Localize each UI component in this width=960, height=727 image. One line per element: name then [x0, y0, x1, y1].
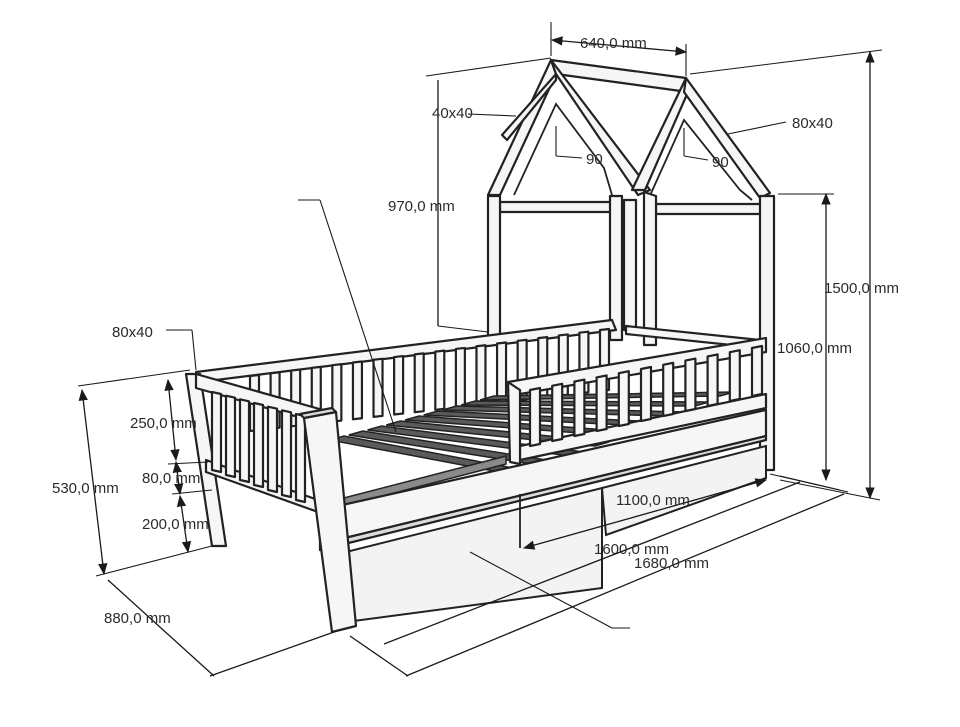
front-baluster	[706, 353, 719, 408]
dim-width-line-2	[209, 631, 335, 677]
label-corner-section: 80x40	[112, 324, 153, 341]
ext-total-bottom	[779, 479, 881, 501]
dim-outer-length-ext	[349, 635, 409, 677]
label-post-section: 40x40	[432, 105, 473, 122]
front-baluster	[662, 361, 675, 418]
back-gable-inner-outline	[647, 118, 753, 201]
leader-slats-b	[319, 199, 397, 433]
foot-baluster	[238, 398, 251, 484]
label-angle-right: 90	[712, 154, 729, 171]
front-baluster	[684, 357, 697, 413]
back-baluster	[495, 341, 508, 404]
back-baluster	[393, 354, 405, 416]
front-baluster	[617, 370, 630, 428]
foot-baluster	[252, 401, 265, 489]
front-gable-right-rafter	[549, 58, 652, 197]
back-baluster	[331, 363, 343, 423]
ext-bed-top	[77, 369, 191, 387]
label-post-height: 1060,0 mm	[777, 340, 852, 357]
post-front-left	[486, 194, 502, 342]
ext-total-top	[689, 49, 883, 75]
ext-outer-right	[769, 473, 849, 493]
ext-house-bottom	[437, 325, 489, 333]
back-baluster	[434, 349, 446, 411]
label-leg-clearance: 200,0 mm	[142, 516, 209, 533]
leader-angle-right-b	[683, 155, 709, 161]
foot-baluster	[210, 390, 223, 474]
front-baluster	[528, 386, 542, 448]
label-inner-length: 1600,0 mm	[594, 541, 669, 558]
post-back-left	[622, 198, 638, 332]
label-side-board: 80,0 mm	[142, 470, 200, 487]
ext-board-bottom	[171, 489, 213, 495]
back-tie-beam	[654, 202, 766, 216]
back-top-rail	[194, 318, 618, 384]
front-balusters	[528, 344, 764, 448]
foot-baluster	[294, 412, 307, 504]
front-baluster	[595, 374, 608, 433]
label-bed-height: 530,0 mm	[52, 480, 119, 497]
dim-roof-width-line	[550, 36, 688, 56]
front-rail-end-post	[506, 380, 522, 466]
front-gable-inner-outline	[513, 102, 613, 196]
foot-baluster	[280, 409, 293, 499]
leader-roof-section	[727, 121, 787, 135]
back-baluster	[372, 357, 384, 418]
label-roof-width: 640,0 mm	[580, 35, 647, 52]
ext-bed-bottom	[95, 545, 213, 577]
leader-angle-left-b	[555, 155, 583, 159]
front-baluster	[573, 378, 586, 438]
front-gable-inner-left	[500, 72, 558, 142]
front-baluster	[750, 344, 764, 398]
label-outer-length: 1680,0 mm	[634, 555, 709, 572]
label-width: 880,0 mm	[104, 610, 171, 627]
foot-baluster	[266, 405, 279, 494]
dim-bed-height-line	[78, 388, 108, 576]
front-tie-beam	[498, 200, 616, 214]
label-total-height: 1500,0 mm	[824, 280, 899, 297]
label-drawer-length: 1100,0 mm	[616, 492, 690, 509]
back-baluster	[413, 352, 425, 414]
dim-outer-length-line	[405, 493, 845, 677]
dim-rail-height-line	[164, 378, 180, 462]
ext-board-top	[167, 461, 209, 465]
label-house-height: 970,0 mm	[388, 198, 455, 215]
front-baluster	[551, 382, 564, 443]
leader-corner-b	[191, 329, 197, 371]
dim-clearance-line	[176, 494, 192, 554]
back-baluster	[475, 344, 487, 407]
front-baluster	[639, 365, 653, 423]
label-roof-section: 80x40	[792, 115, 833, 132]
dim-drawer-length-line	[522, 478, 768, 550]
back-baluster	[454, 346, 466, 409]
corner-post-top	[298, 406, 338, 420]
leader-post-section	[467, 113, 517, 117]
foot-baluster	[224, 394, 237, 479]
post-middle	[642, 190, 658, 347]
dim-width-line	[107, 579, 215, 677]
dimension-labels: 640,0 mm 40x40 80x40 90 90 970,0 mm 1500…	[52, 35, 899, 627]
back-gable-right-rafter	[682, 76, 772, 200]
dim-board-line	[172, 460, 184, 496]
back-baluster	[351, 360, 364, 421]
dimension-lines	[77, 22, 883, 677]
ext-house-top	[425, 57, 552, 77]
leader-drawer-a	[469, 551, 613, 629]
post-front-right	[608, 194, 624, 342]
front-baluster	[728, 349, 741, 403]
label-rail-height: 250,0 mm	[130, 415, 197, 432]
label-angle-left: 90	[586, 151, 603, 168]
house-frame	[486, 58, 776, 472]
